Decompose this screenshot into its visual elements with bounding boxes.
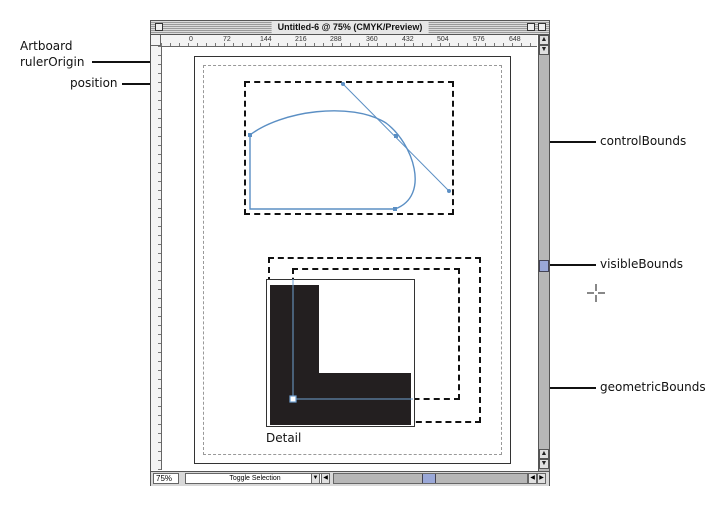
vertical-scrollbar[interactable]: ▲ ▼ ▲ ▼ xyxy=(538,35,549,471)
artboard xyxy=(194,56,511,464)
ruler-number: 216 xyxy=(295,36,307,43)
scroll-right-arrow-icon[interactable]: ▶ xyxy=(537,473,546,484)
scroll-down-arrow-icon[interactable]: ▼ xyxy=(539,45,549,55)
status-bar: 75% Toggle Selection ▼ ◀ ◀ ▶ xyxy=(151,471,549,486)
scroll-up-arrow-icon[interactable]: ▲ xyxy=(539,449,549,459)
crosshair-cursor-icon xyxy=(587,284,605,302)
horizontal-scroll-thumb[interactable] xyxy=(422,474,436,483)
status-popup-label: Toggle Selection xyxy=(229,475,281,482)
horizontal-ruler[interactable]: 0 72 144 216 288 360 432 504 576 648 xyxy=(161,35,537,47)
scroll-down-arrow-icon[interactable]: ▼ xyxy=(539,459,549,469)
ruler-number: 288 xyxy=(330,36,342,43)
ruler-number: 432 xyxy=(402,36,414,43)
control-bounds-label: controlBounds xyxy=(600,134,687,148)
ruler-number: 504 xyxy=(437,36,449,43)
status-popup-menu[interactable]: Toggle Selection xyxy=(185,473,325,484)
zoom-box-icon[interactable] xyxy=(527,23,535,31)
detail-guides xyxy=(289,279,413,403)
status-popup-arrow-icon[interactable]: ▼ xyxy=(311,473,320,484)
ruler-number: 648 xyxy=(509,36,521,43)
ruler-origin-corner[interactable] xyxy=(151,35,161,46)
collapse-box-icon[interactable] xyxy=(538,23,546,31)
ruler-number: 144 xyxy=(260,36,272,43)
geometric-bounds-label: geometricBounds xyxy=(600,380,706,394)
window-title: Untitled-6 @ 75% (CMYK/Preview) xyxy=(271,21,429,34)
control-bounds-box xyxy=(244,81,454,215)
vertical-scroll-thumb[interactable] xyxy=(539,260,549,272)
ruler-number: 0 xyxy=(189,36,193,43)
position-label: position xyxy=(70,76,118,90)
ruler-origin-label: rulerOrigin xyxy=(20,55,85,69)
ruler-number: 360 xyxy=(366,36,378,43)
ruler-number: 576 xyxy=(473,36,485,43)
artboard-label: Artboard xyxy=(20,39,73,53)
ruler-origin-leader xyxy=(92,61,197,63)
zoom-field[interactable]: 75% xyxy=(153,473,179,484)
detail-caption: Detail xyxy=(266,431,302,445)
document-window: Untitled-6 @ 75% (CMYK/Preview) 0 72 144… xyxy=(150,20,550,486)
close-box-icon[interactable] xyxy=(155,23,163,31)
printable-area xyxy=(203,65,502,455)
vertical-ruler[interactable] xyxy=(151,46,162,470)
bezier-path-artwork[interactable] xyxy=(151,21,549,471)
scroll-left-arrow-icon[interactable]: ◀ xyxy=(321,473,330,484)
scroll-left-arrow-icon[interactable]: ◀ xyxy=(528,473,537,484)
scroll-up-arrow-icon[interactable]: ▲ xyxy=(539,35,549,45)
title-bar[interactable]: Untitled-6 @ 75% (CMYK/Preview) xyxy=(151,21,549,35)
ruler-number: 72 xyxy=(223,36,231,43)
visible-bounds-label: visibleBounds xyxy=(600,257,684,271)
horizontal-scrollbar[interactable] xyxy=(333,473,528,484)
